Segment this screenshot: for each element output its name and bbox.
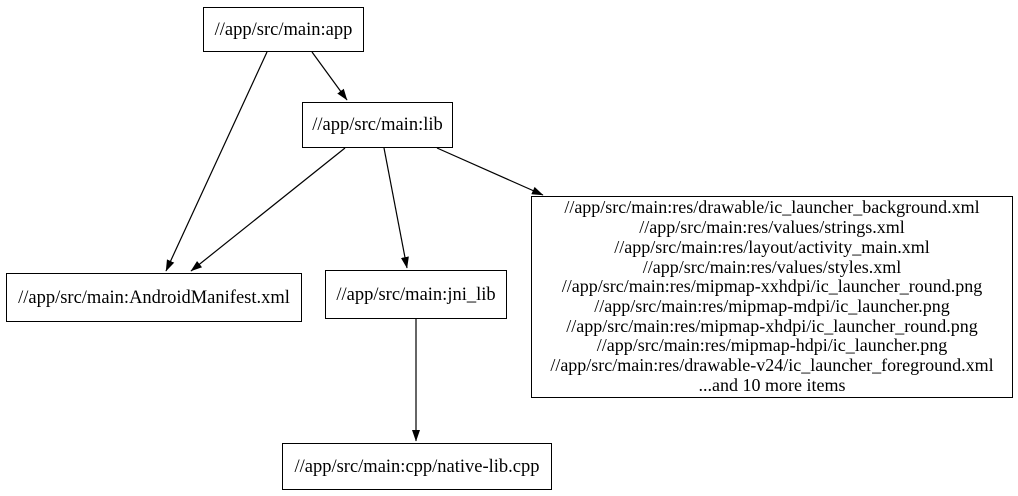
res-group-line: //app/src/main:res/mipmap-xxhdpi/ic_laun… xyxy=(561,276,983,297)
res-group-line: //app/src/main:res/mipmap-xhdpi/ic_launc… xyxy=(566,315,978,336)
edge-lib-to-manifest xyxy=(190,147,346,272)
res-group-line: //app/src/main:res/mipmap-mdpi/ic_launch… xyxy=(594,296,950,316)
res-group-line: //app/src/main:res/values/styles.xml xyxy=(642,256,902,277)
res-group-line: //app/src/main:res/drawable/ic_launcher_… xyxy=(564,197,980,218)
res-group-line: //app/src/main:res/drawable-v24/ic_launc… xyxy=(550,355,994,376)
node-app-label: //app/src/main:app xyxy=(214,19,353,40)
edge-app-to-manifest xyxy=(165,51,268,272)
edge-app-to-lib xyxy=(311,51,348,101)
res-group-line: //app/src/main:res/mipmap-hdpi/ic_launch… xyxy=(596,335,948,356)
node-lib[interactable]: //app/src/main:lib xyxy=(302,102,453,148)
res-group-line: //app/src/main:res/values/strings.xml xyxy=(639,217,905,238)
res-group-more-items: ...and 10 more items xyxy=(698,374,846,395)
node-android-manifest-label: //app/src/main:AndroidManifest.xml xyxy=(18,287,290,308)
node-jni-lib[interactable]: //app/src/main:jni_lib xyxy=(325,270,507,319)
node-lib-label: //app/src/main:lib xyxy=(312,115,443,135)
node-android-manifest[interactable]: //app/src/main:AndroidManifest.xml xyxy=(6,273,302,322)
node-res-group[interactable]: //app/src/main:res/drawable/ic_launcher_… xyxy=(531,196,1013,398)
node-native-lib-cpp[interactable]: //app/src/main:cpp/native-lib.cpp xyxy=(282,443,552,490)
res-group-line: //app/src/main:res/layout/activity_main.… xyxy=(614,236,930,257)
edge-lib-to-jni-lib xyxy=(383,147,409,269)
node-app[interactable]: //app/src/main:app xyxy=(203,7,364,52)
node-native-lib-cpp-label: //app/src/main:cpp/native-lib.cpp xyxy=(294,456,540,477)
node-jni-lib-label: //app/src/main:jni_lib xyxy=(336,284,496,305)
edge-lib-to-res-group xyxy=(436,147,544,196)
